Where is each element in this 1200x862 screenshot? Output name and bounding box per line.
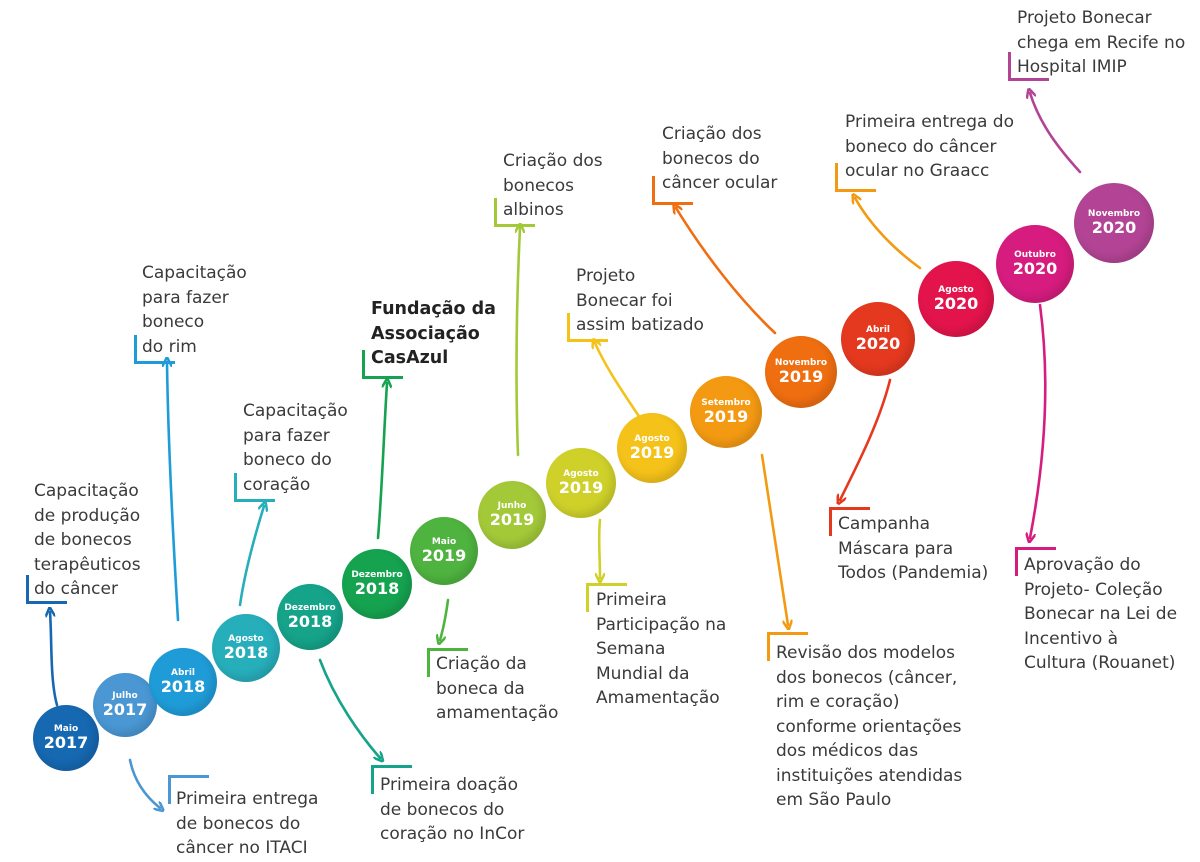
arrow-maio-2019 — [440, 598, 450, 640]
milestone-year: 2020 — [1091, 218, 1137, 237]
milestone-novembro-2020: Novembro 2020 — [1074, 183, 1154, 263]
milestone-month: Dezembro — [284, 603, 336, 613]
arrow-agosto-2020 — [855, 198, 922, 270]
event-capacitacao-cancer: Capacitação de produção de bonecos terap… — [34, 481, 141, 599]
milestone-month: Agosto — [938, 285, 974, 295]
milestone-month: Novembro — [774, 358, 828, 368]
bracket — [494, 198, 535, 227]
arrow-agosto-2019-a — [599, 518, 600, 578]
milestone-month: Junho — [497, 501, 527, 511]
bracket — [767, 632, 808, 661]
event-campanha-mascara: Campanha Máscara para Todos (Pandemia) — [838, 514, 989, 583]
arrow-novembro-2020 — [1030, 93, 1082, 174]
arrow-julho-2017 — [128, 758, 160, 808]
event-primeira-doacao-incor: Primeira doação de bonecos do coração no… — [380, 775, 525, 844]
milestone-year: 2019 — [421, 546, 467, 565]
bracket — [1015, 547, 1056, 576]
milestone-year: 2020 — [1012, 259, 1058, 278]
bracket — [26, 575, 67, 604]
arrow-maio-2017 — [50, 612, 59, 707]
milestone-agosto-2019-b: Agosto 2019 — [617, 413, 687, 483]
event-bonecos-albinos: Criação dos bonecos albinos — [503, 151, 603, 220]
milestone-year: 2019 — [629, 443, 675, 462]
milestone-year: 2018 — [287, 612, 333, 631]
arrow-agosto-2018 — [238, 506, 264, 607]
milestone-month: Novembro — [1087, 209, 1141, 219]
milestone-year: 2020 — [855, 334, 901, 353]
arrow-abril-2018 — [167, 362, 180, 622]
milestone-month: Abril — [170, 668, 196, 678]
bracket — [168, 775, 209, 804]
milestone-agosto-2019-a: Agosto 2019 — [546, 448, 616, 518]
event-fundacao-casazul: Fundação da Associação CasAzul — [371, 299, 496, 368]
milestone-month: Agosto — [634, 434, 670, 444]
milestone-year: 2019 — [489, 510, 535, 529]
milestone-dezembro-2018-b: Dezembro 2018 — [342, 549, 412, 619]
milestone-month: Maio — [431, 537, 457, 547]
bracket — [362, 350, 403, 379]
milestone-year: 2020 — [933, 294, 979, 313]
arrow-agosto-2019-b — [595, 343, 642, 420]
milestone-month: Agosto — [563, 469, 599, 479]
event-aprovacao-rouanet: Aprovação do Projeto- Coleção Bonecar na… — [1024, 555, 1178, 673]
arrow-dez-2018-a — [318, 658, 380, 758]
milestone-novembro-2019: Novembro 2019 — [765, 336, 837, 408]
milestone-year: 2017 — [102, 700, 148, 719]
event-boneca-amamentacao: Criação da boneca da amamentação — [436, 654, 559, 723]
arrow-novembro-2019 — [676, 208, 777, 335]
milestone-month: Julho — [112, 691, 138, 701]
milestone-month: Agosto — [228, 634, 264, 644]
milestone-abril-2020: Abril 2020 — [841, 302, 915, 376]
event-entrega-graacc: Primeira entrega do boneco do câncer ocu… — [845, 112, 1014, 181]
milestone-dezembro-2018-a: Dezembro 2018 — [277, 584, 343, 650]
arrow-setembro-2019 — [760, 453, 788, 625]
milestone-maio-2017: Maio 2017 — [33, 705, 99, 771]
milestone-year: 2019 — [703, 407, 749, 426]
milestone-month: Abril — [865, 325, 891, 335]
milestone-abril-2018: Abril 2018 — [149, 648, 217, 716]
milestone-month: Dezembro — [351, 570, 403, 580]
event-semana-amamentacao: Primeira Participação na Semana Mundial … — [596, 590, 727, 708]
milestone-month: Outubro — [1014, 250, 1056, 260]
event-capacitacao-coracao: Capacitação para fazer boneco do coração — [243, 401, 348, 495]
bracket — [371, 765, 412, 794]
event-projeto-bonecar-batizado: Projeto Bonecar foi assim batizado — [576, 266, 704, 335]
milestone-agosto-2018: Agosto 2018 — [212, 614, 280, 682]
milestone-month: Setembro — [701, 398, 751, 408]
bracket — [835, 163, 876, 192]
event-primeira-entrega-itaci: Primeira entrega de bonecos do câncer no… — [176, 789, 319, 858]
bracket — [234, 473, 275, 502]
milestone-junho-2019: Junho 2019 — [478, 481, 546, 549]
event-recife-imip: Projeto Bonecar chega em Recife no Hospi… — [1017, 8, 1186, 77]
milestone-month: Maio — [53, 724, 79, 734]
milestone-year: 2018 — [160, 677, 206, 696]
bracket — [652, 176, 693, 205]
milestone-maio-2019: Maio 2019 — [410, 517, 478, 585]
arrow-junho-2019 — [517, 228, 520, 457]
milestone-julho-2017: Julho 2017 — [93, 673, 157, 737]
milestone-year: 2019 — [778, 367, 824, 386]
bracket — [427, 648, 468, 677]
milestone-year: 2018 — [354, 579, 400, 598]
arrow-dez-2018-b — [376, 383, 387, 540]
bracket — [567, 313, 608, 342]
bracket — [134, 335, 175, 364]
arrow-outubro-2020 — [1030, 303, 1047, 538]
milestone-year: 2018 — [223, 643, 269, 662]
milestone-setembro-2019: Setembro 2019 — [690, 376, 762, 448]
event-cancer-ocular: Criação dos bonecos do câncer ocular — [662, 124, 778, 193]
arrow-abril-2020 — [840, 378, 892, 500]
bracket — [586, 583, 627, 612]
event-revisao-modelos: Revisão dos modelos dos bonecos (câncer,… — [776, 643, 963, 810]
bracket — [829, 507, 870, 536]
milestone-agosto-2020: Agosto 2020 — [918, 261, 994, 337]
milestone-outubro-2020: Outubro 2020 — [996, 225, 1074, 303]
event-capacitacao-rim: Capacitação para fazer boneco do rim — [142, 263, 247, 357]
bracket — [1008, 52, 1049, 81]
milestone-year: 2017 — [43, 733, 89, 752]
milestone-year: 2019 — [558, 478, 604, 497]
